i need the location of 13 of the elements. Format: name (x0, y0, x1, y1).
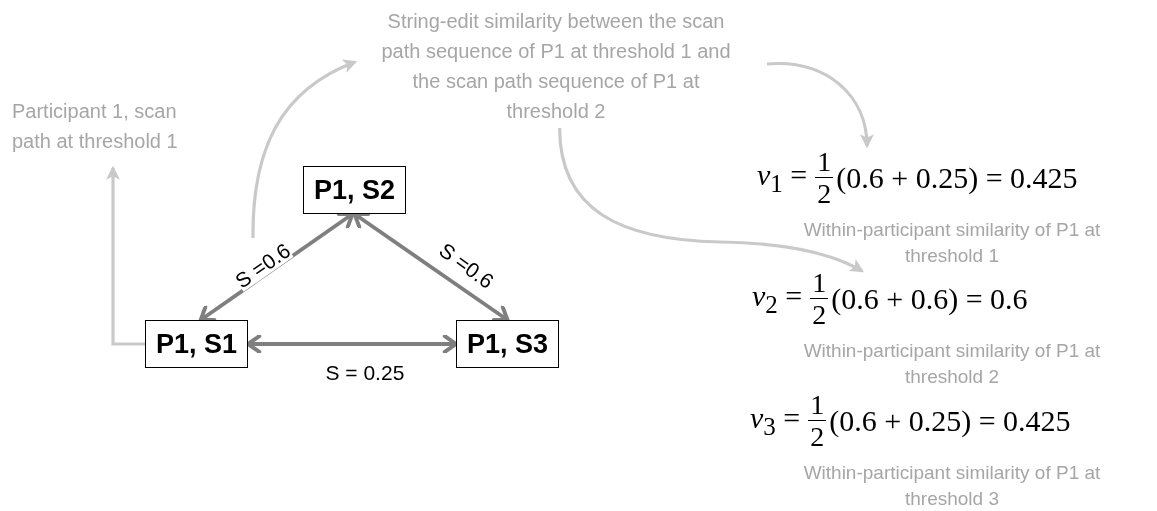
arrow (251, 60, 358, 239)
caption-text: Within-participant similarity of P1 at threshold 1 (802, 218, 1102, 268)
arrow (558, 127, 865, 273)
annotation-text: Participant 1, scan path at threshold 1 (12, 96, 197, 156)
process-box: P1, S2 (303, 166, 407, 214)
arrow (106, 165, 145, 346)
caption-text: Within-participant similarity of P1 at threshold 3 (802, 461, 1102, 511)
process-box: P1, S3 (456, 320, 560, 368)
arrow (766, 62, 874, 149)
annotation-text: String-edit similarity between the scan path sequence of P1 at threshold 1 and the scan path sequence of P1 at threshold 2 (375, 6, 737, 126)
arrow (246, 334, 458, 354)
process-box: P1, S1 (145, 320, 249, 368)
caption-text: Within-participant similarity of P1 at threshold 2 (802, 339, 1102, 389)
